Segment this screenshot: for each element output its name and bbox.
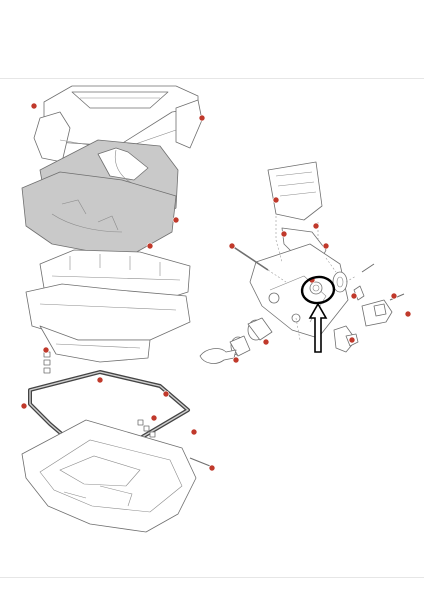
callout-c-clips[interactable]	[42, 346, 50, 354]
latch-pivot	[309, 281, 323, 295]
callout-c-lid-trim-right[interactable]	[198, 114, 206, 122]
latch-cover	[267, 161, 323, 221]
callout-c-latch-bracket-2[interactable]	[322, 242, 330, 250]
seat-base-cushion	[21, 171, 177, 259]
tub-bolt	[189, 457, 211, 467]
lock-plate	[361, 293, 405, 327]
callout-c-tub-bolt[interactable]	[208, 464, 216, 472]
callout-c-clips-2[interactable]	[150, 414, 158, 422]
latch-spring	[332, 263, 375, 301]
callout-c-seat-base[interactable]	[146, 242, 154, 250]
callout-c-lock-plate[interactable]	[404, 310, 412, 318]
callout-c-latch-rod[interactable]	[228, 242, 236, 250]
storage-tub	[21, 419, 197, 533]
lock-cylinder	[229, 317, 273, 357]
lock-key	[199, 348, 237, 364]
callout-c-cylinder[interactable]	[262, 338, 270, 346]
bottom-divider	[0, 577, 424, 578]
callout-c-gasket-bottom[interactable]	[96, 376, 104, 384]
latch-rod	[231, 245, 287, 283]
callout-c-latch-hook[interactable]	[348, 336, 356, 344]
up-arrow-icon	[308, 302, 328, 353]
top-divider	[0, 78, 424, 79]
leader-lines	[275, 216, 337, 341]
callout-c-gasket-right[interactable]	[162, 390, 170, 398]
inner-pan	[25, 283, 191, 363]
lid-trim-frame	[33, 85, 203, 163]
callout-c-lid-trim[interactable]	[30, 102, 38, 110]
callout-c-key[interactable]	[232, 356, 240, 364]
callout-c-gasket-left[interactable]	[20, 402, 28, 410]
callout-c-latch-cover[interactable]	[272, 196, 280, 204]
callout-c-tub-marker[interactable]	[190, 428, 198, 436]
callout-c-latch-spring[interactable]	[350, 292, 358, 300]
latch-hook	[333, 325, 359, 353]
callout-c-latch-cover-2[interactable]	[312, 222, 320, 230]
clip-set	[43, 351, 156, 438]
highlight-ring	[300, 275, 336, 305]
callout-c-latch-screw[interactable]	[390, 292, 398, 300]
callout-c-seat-cushion[interactable]	[172, 216, 180, 224]
callout-c-latch-bracket[interactable]	[280, 230, 288, 238]
